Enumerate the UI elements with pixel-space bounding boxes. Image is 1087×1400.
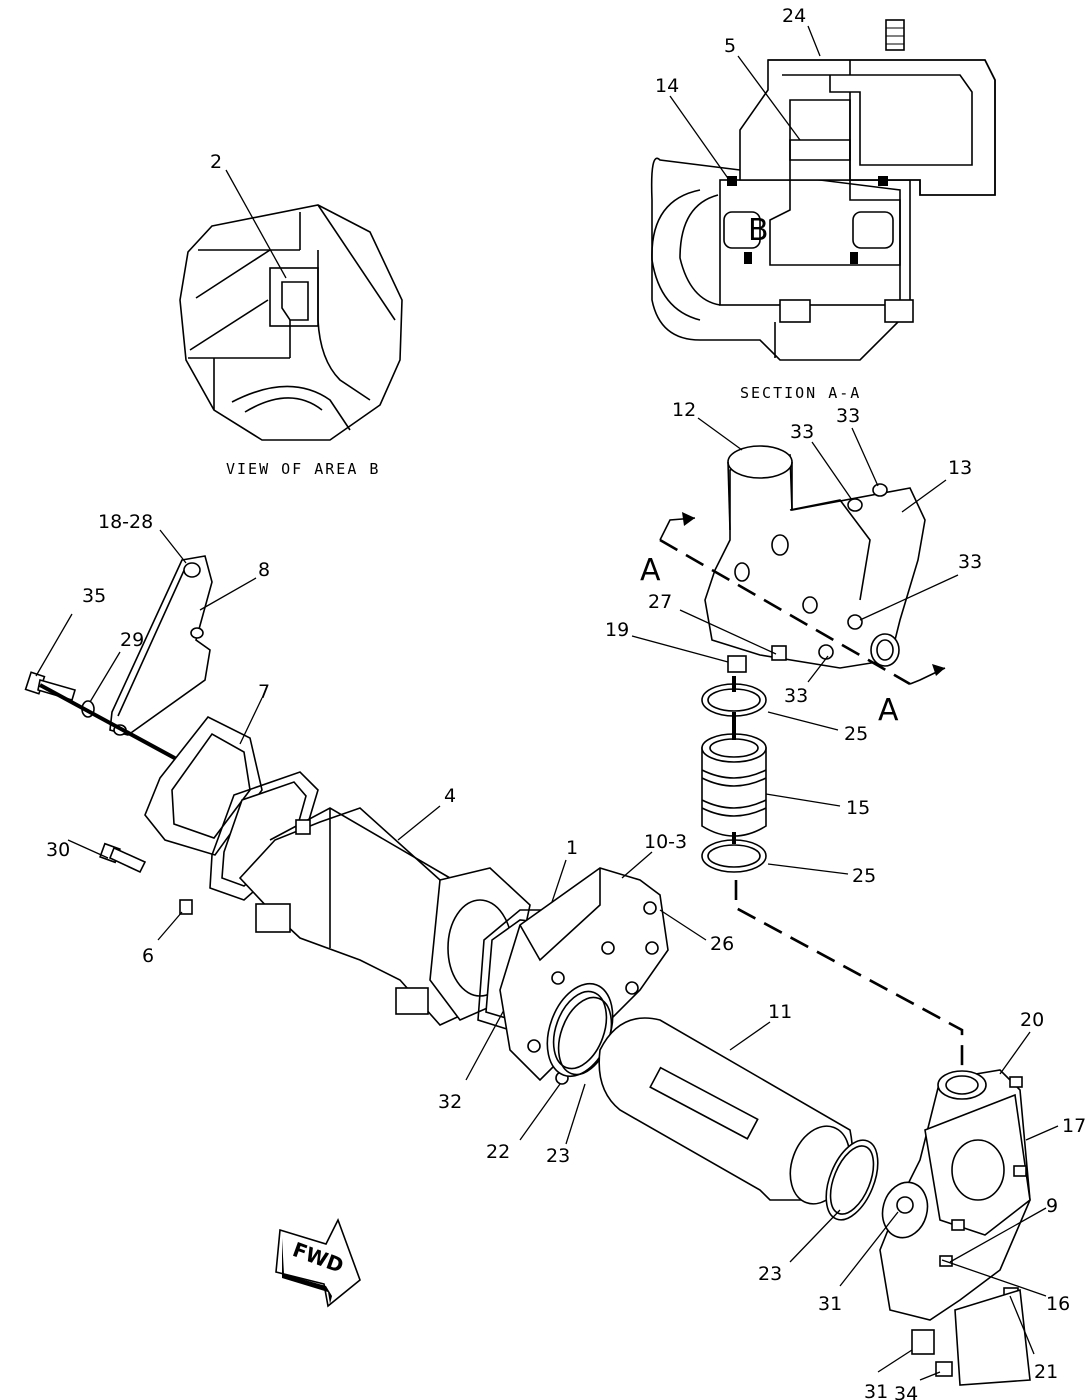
callout-5: 5 bbox=[724, 35, 736, 57]
fwd-arrow-icon: FWD bbox=[275, 1217, 361, 1308]
callout-33-c: 33 bbox=[958, 551, 982, 573]
callout-10-3: 10-3 bbox=[644, 831, 687, 853]
callout-20: 20 bbox=[1020, 1009, 1044, 1031]
callout-22: 22 bbox=[486, 1141, 510, 1163]
detail-view-b: 2 VIEW OF AREA B bbox=[179, 151, 403, 478]
callout-31-a: 31 bbox=[818, 1293, 842, 1315]
callout-4: 4 bbox=[444, 785, 456, 807]
callout-19: 19 bbox=[605, 619, 629, 641]
pump-housing-assembly: A A 12 33 33 13 33 27 19 33 bbox=[605, 399, 982, 728]
callout-9: 9 bbox=[1046, 1195, 1058, 1217]
callout-31-b: 31 bbox=[864, 1381, 888, 1400]
callout-21: 21 bbox=[1034, 1361, 1058, 1383]
callout-13: 13 bbox=[948, 457, 972, 479]
callout-18-28: 18-28 bbox=[98, 511, 153, 533]
seal-stack: 25 15 25 bbox=[701, 676, 964, 1080]
section-letter-b: B bbox=[748, 213, 769, 248]
callout-17: 17 bbox=[1062, 1115, 1086, 1137]
callout-29: 29 bbox=[120, 629, 144, 651]
caption-view-of-area-b: VIEW OF AREA B bbox=[226, 460, 380, 478]
callout-23-b: 23 bbox=[758, 1263, 782, 1285]
cooler-core: 11 23 bbox=[598, 1001, 879, 1285]
caption-section-a-a: SECTION A-A bbox=[740, 384, 861, 402]
section-letter-a-left: A bbox=[640, 553, 661, 588]
callout-26: 26 bbox=[710, 933, 734, 955]
callout-25-a: 25 bbox=[844, 723, 868, 745]
callout-15: 15 bbox=[846, 797, 870, 819]
callout-34: 34 bbox=[894, 1383, 918, 1400]
callout-24: 24 bbox=[782, 5, 806, 27]
callout-33-d: 33 bbox=[784, 685, 808, 707]
bonnet-assembly: 20 17 9 16 21 31 31 34 bbox=[818, 1009, 1086, 1400]
callout-1: 1 bbox=[566, 837, 578, 859]
section-view-aa: B 24 5 14 SECTION A-A bbox=[650, 5, 996, 402]
callout-23-a: 23 bbox=[546, 1145, 570, 1167]
gasket-group: 7 30 6 bbox=[46, 681, 319, 967]
callout-11: 11 bbox=[768, 1001, 792, 1023]
callout-2: 2 bbox=[210, 151, 222, 173]
callout-30: 30 bbox=[46, 839, 70, 861]
callout-32: 32 bbox=[438, 1091, 462, 1113]
section-letter-a-right: A bbox=[878, 693, 899, 728]
callout-14: 14 bbox=[655, 75, 679, 97]
header-housing: 10-3 26 22 23 bbox=[486, 831, 734, 1167]
callout-25-b: 25 bbox=[852, 865, 876, 887]
callout-6: 6 bbox=[142, 945, 154, 967]
callout-33-a: 33 bbox=[790, 421, 814, 443]
callout-8: 8 bbox=[258, 559, 270, 581]
callout-33-b: 33 bbox=[836, 405, 860, 427]
callout-35: 35 bbox=[82, 585, 106, 607]
callout-27: 27 bbox=[648, 591, 672, 613]
callout-12: 12 bbox=[672, 399, 696, 421]
callout-7: 7 bbox=[258, 681, 270, 703]
callout-16: 16 bbox=[1046, 1293, 1070, 1315]
